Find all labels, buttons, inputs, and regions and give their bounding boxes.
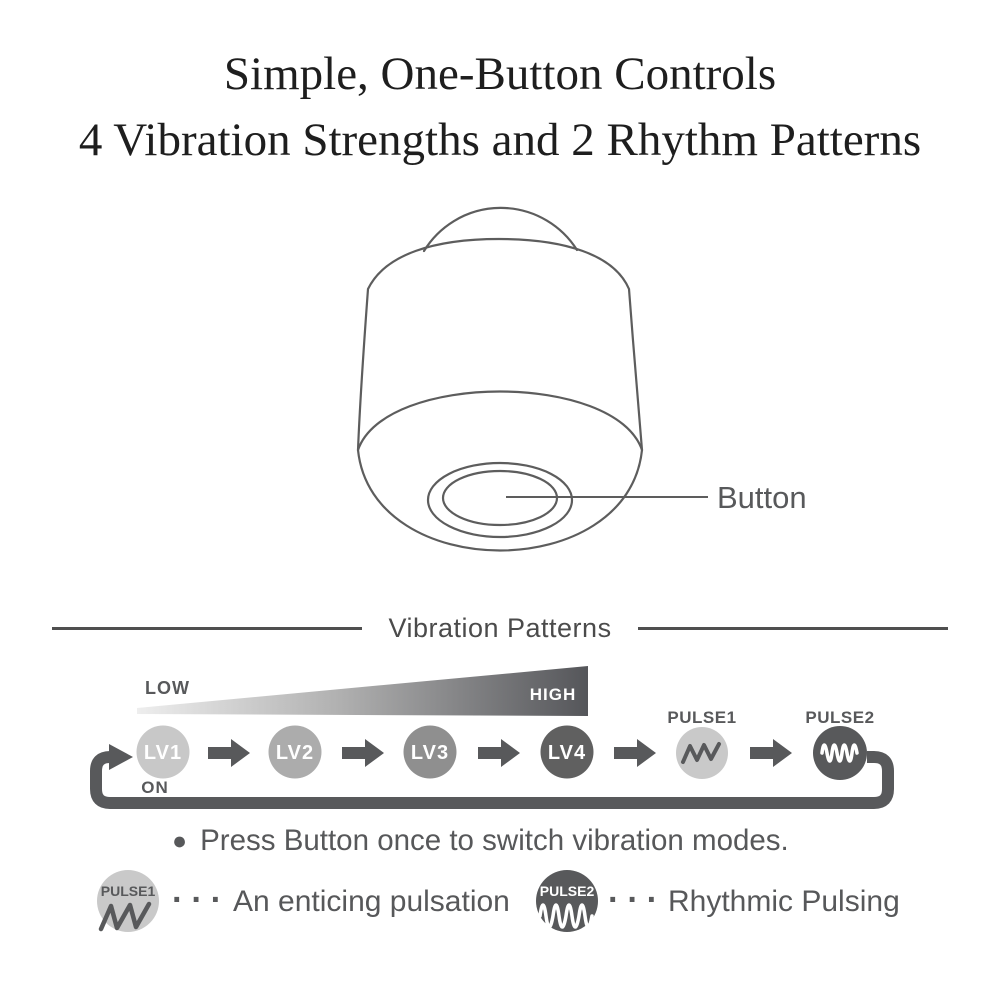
page-subtitle: 4 Vibration Strengths and 2 Rhythm Patte…	[78, 114, 922, 166]
legend-dots: ···	[608, 881, 666, 919]
lv2-label: LV2	[276, 742, 314, 764]
vibration-flow-diagram: LOW HIGH LV1 LV2 LV3 LV4 ON PULSE1 PULSE…	[90, 666, 894, 809]
pulse2-description: Rhythmic Pulsing	[668, 885, 900, 918]
arrow-right-icon	[208, 739, 250, 767]
pulse2-badge-wave-icon	[538, 903, 594, 929]
note-text: Press Button once to switch vibration mo…	[200, 824, 789, 857]
pulse2-flow-label: PULSE2	[805, 708, 874, 727]
pulse1-flow-label: PULSE1	[667, 708, 736, 727]
device-dome-outline	[422, 206, 579, 253]
button-label: Button	[717, 480, 807, 515]
page-title: Simple, One-Button Controls	[223, 48, 777, 100]
arrow-right-icon	[342, 739, 384, 767]
pulse1-badge-circle	[97, 870, 159, 932]
intensity-wedge	[137, 666, 588, 716]
legend: PULSE1 ··· An enticing pulsation PULSE2 …	[97, 870, 900, 932]
arrow-right-icon	[478, 739, 520, 767]
device-illustration: Button	[356, 206, 807, 552]
cycle-loop-arrow	[90, 751, 894, 809]
heading-rule-right	[637, 626, 949, 630]
low-label: LOW	[145, 678, 190, 698]
lv1-circle	[136, 725, 190, 779]
bullet-icon: ●	[172, 827, 188, 855]
pulse2-circle	[813, 726, 867, 780]
on-label: ON	[141, 778, 169, 797]
pulse1-description: An enticing pulsation	[233, 885, 510, 918]
note-line: ● Press Button once to switch vibration …	[172, 824, 789, 857]
pulse1-wave-icon	[681, 742, 721, 764]
lv3-circle	[403, 725, 457, 779]
pulse2-wave-icon	[820, 743, 859, 763]
lv3-label: LV3	[411, 742, 449, 764]
device-body-outline	[356, 237, 644, 552]
high-label: HIGH	[530, 685, 577, 704]
lv2-circle	[268, 725, 322, 779]
lv4-circle	[540, 725, 594, 779]
device-bottom-rim	[356, 390, 644, 452]
pulse1-badge-label: PULSE1	[101, 883, 156, 899]
section-heading: Vibration Patterns	[52, 610, 949, 646]
pulse2-badge-label: PULSE2	[540, 883, 595, 899]
lv1-label: LV1	[144, 742, 182, 764]
arrow-right-icon	[614, 739, 656, 767]
arrow-right-icon	[750, 739, 792, 767]
lv4-label: LV4	[548, 742, 586, 764]
pulse1-badge-wave-icon	[98, 901, 152, 932]
cycle-loop-arrowhead-icon	[109, 744, 133, 770]
legend-dots: ···	[172, 881, 230, 919]
section-heading-text: Vibration Patterns	[388, 612, 612, 643]
device-button-ring-outer	[426, 461, 574, 539]
heading-rule-left	[52, 626, 363, 630]
pulse2-badge-circle	[536, 870, 598, 932]
